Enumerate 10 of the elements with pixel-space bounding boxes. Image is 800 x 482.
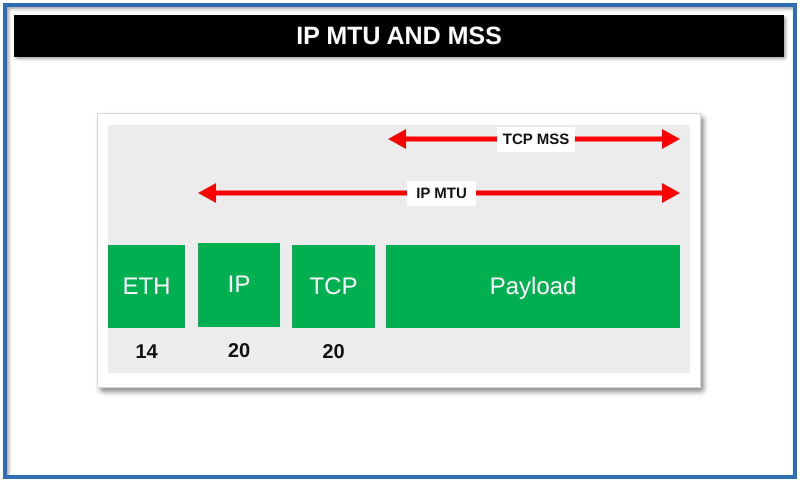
payload-segment: Payload — [386, 245, 680, 328]
dimension-label: TCP MSS — [497, 126, 575, 152]
header-segment: IP — [198, 243, 280, 327]
byte-count: 20 — [321, 340, 346, 364]
byte-count: 14 — [134, 340, 159, 364]
byte-count: 20 — [226, 339, 252, 363]
header-segment: TCP — [292, 245, 375, 328]
title-bar: IP MTU AND MSS — [14, 15, 784, 57]
header-segment: ETH — [108, 245, 185, 328]
dimension-label: IP MTU — [407, 180, 476, 206]
